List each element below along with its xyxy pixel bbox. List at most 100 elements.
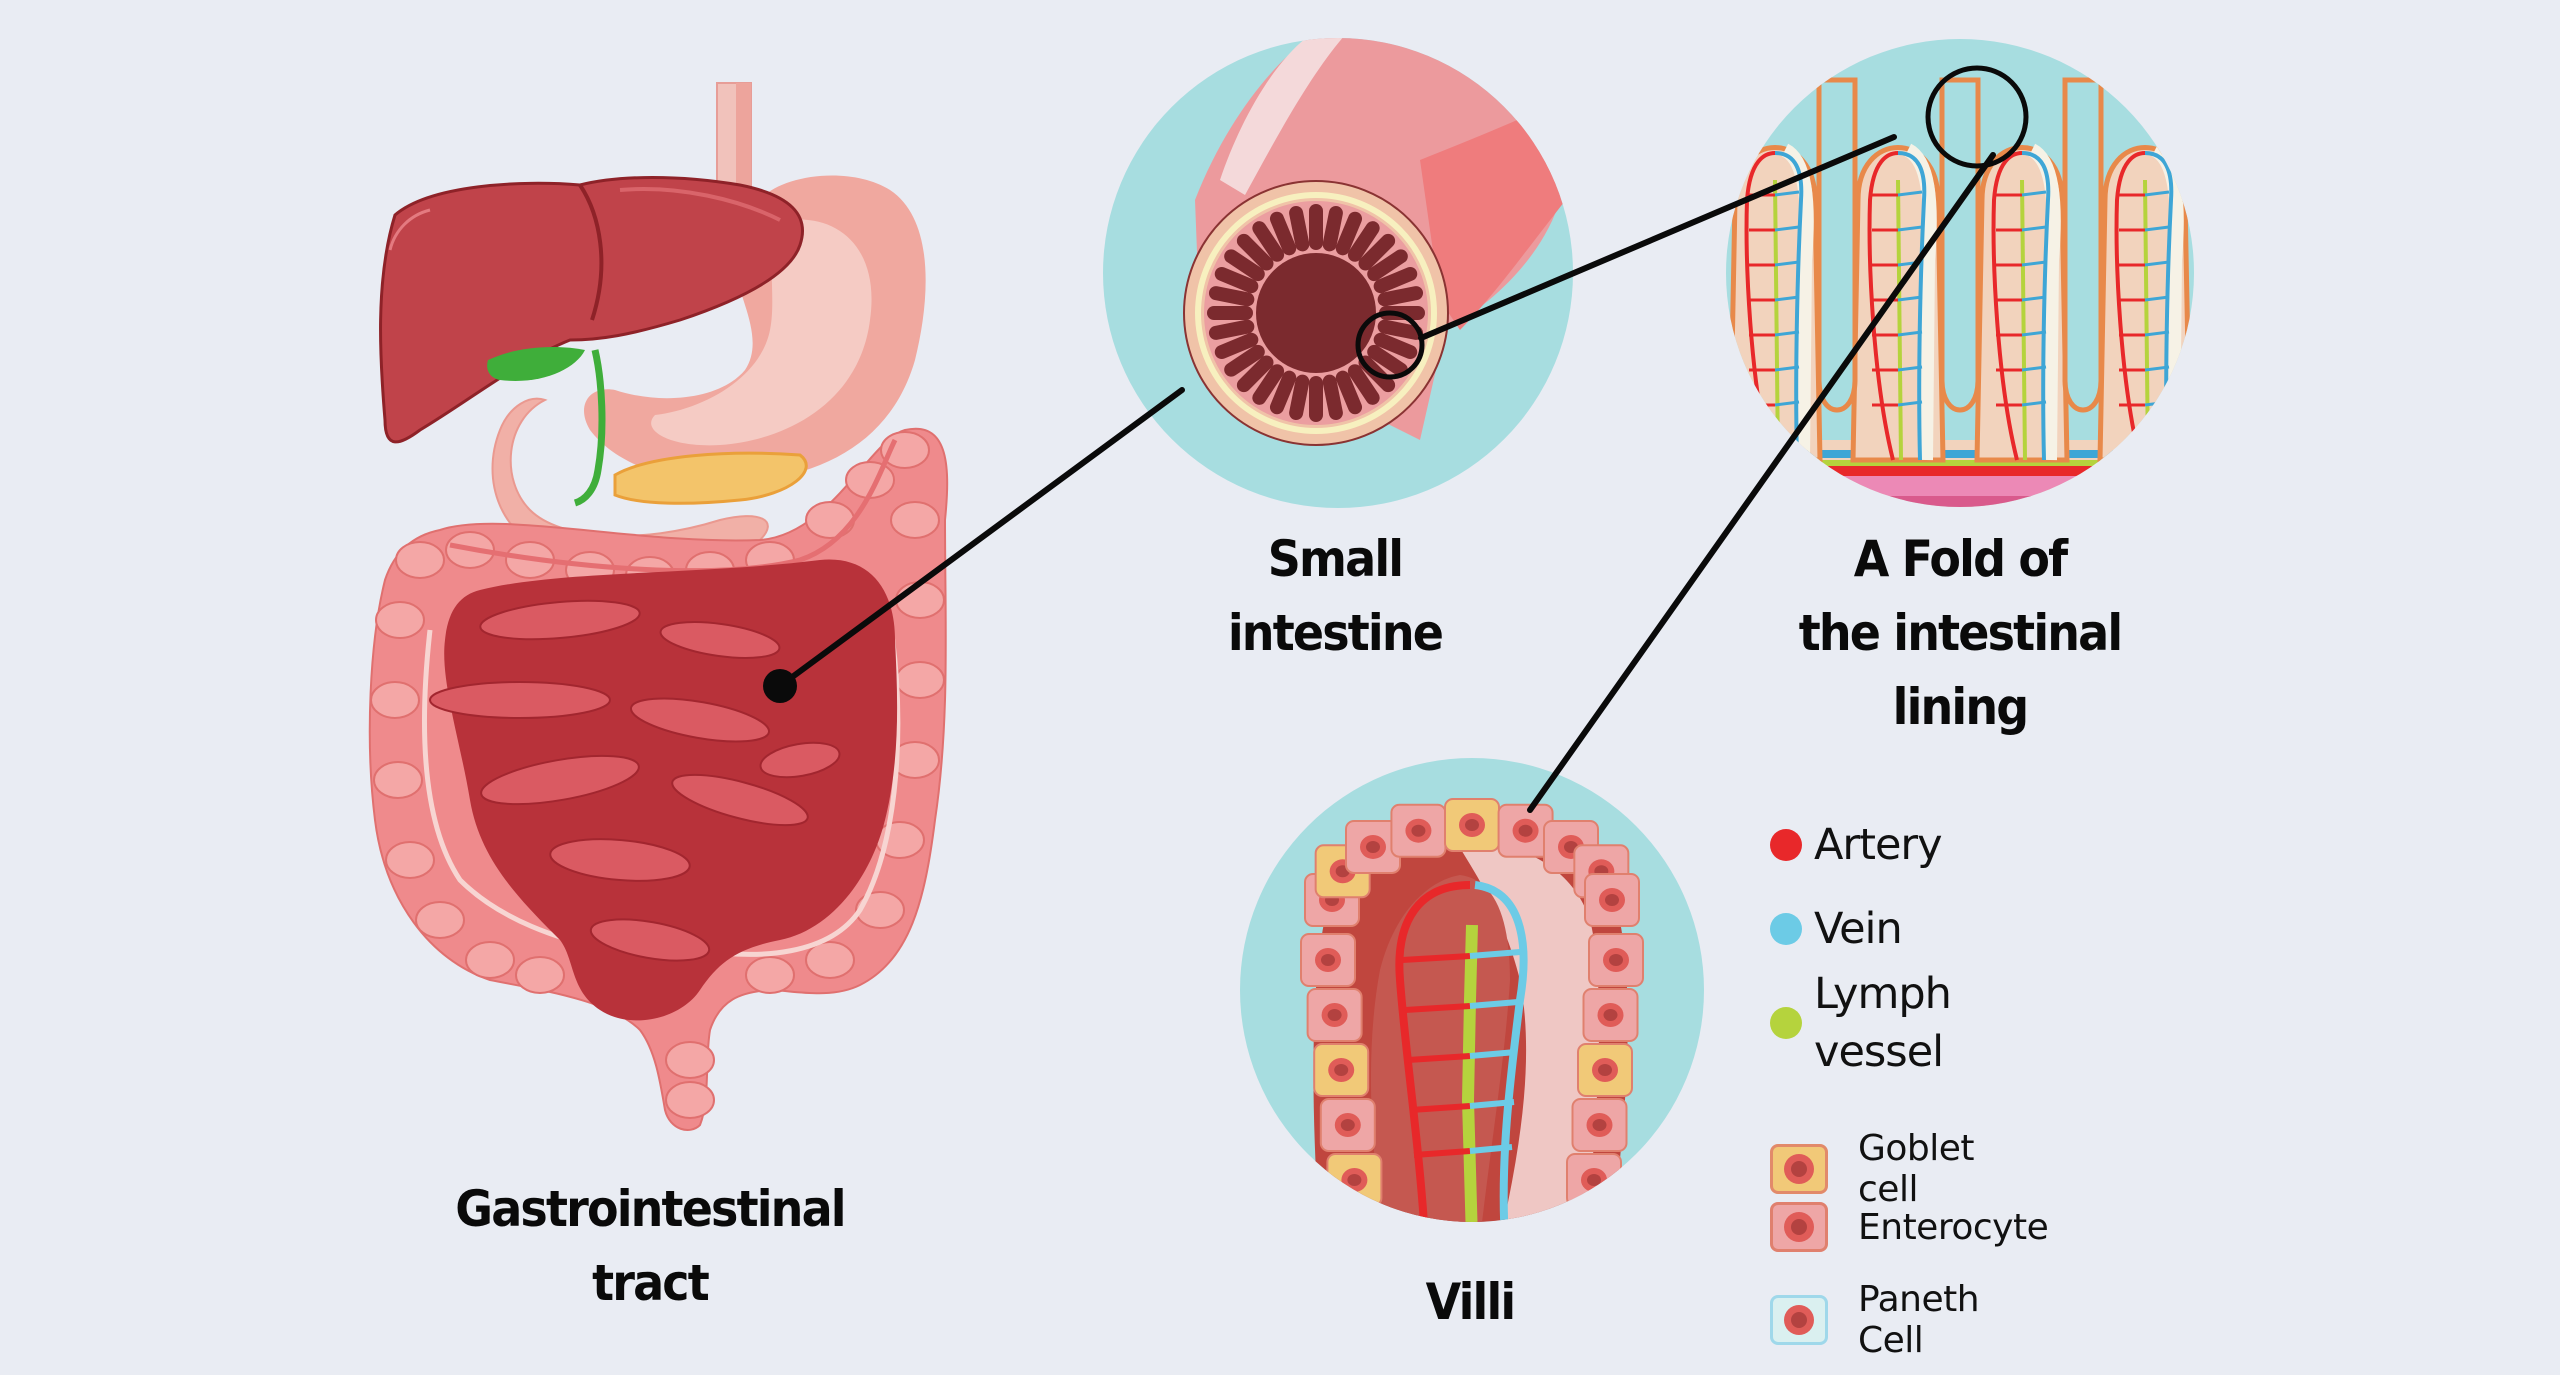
villus-gap [1214,266,1259,294]
fold-lymph [1896,179,1903,461]
small-intestine-title: Small intestine [1179,522,1492,670]
fold-capillary [1897,225,1923,232]
goblet-cell-swatch-icon [1770,1144,1828,1194]
intestine-loop [479,599,641,641]
villus-gap [1309,376,1323,422]
fold-capillary [1774,365,1800,372]
colon-haustrum [375,601,425,639]
fold-capillary [1774,225,1800,232]
legend-label: Artery [1814,820,1943,870]
villus-gap [1207,306,1253,320]
fold-capillary [1897,400,1923,407]
villus-gap [1224,344,1265,377]
capillary-vein [1469,999,1519,1009]
cell-nucleus [1576,1223,1602,1247]
fold-capillary [1897,365,1923,372]
colon-haustrum [665,1081,715,1119]
villus-gap [1269,211,1297,256]
colon-haustrum [395,541,445,579]
intestine-loop [589,918,711,962]
villus-gap [1322,374,1343,421]
legend-item-lymph-vessel: Lymph vessel [1770,965,1952,1081]
gi-pointer-dot [763,669,797,703]
villus-gap [1289,205,1310,252]
legend-label: Vein [1814,904,1903,954]
fold-lymph [1773,179,1780,461]
cell-nucleus-core [1587,1174,1601,1186]
cell-nucleus-core [1603,1009,1618,1021]
intestine-loop [629,697,771,743]
legend-label: Paneth Cell [1858,1279,1980,1361]
villus-highlight [2151,143,2184,461]
fold-vein [1774,151,1804,461]
cell-nucleus-core [1366,840,1381,853]
capillary-artery [1404,1003,1471,1013]
crypt [1939,77,1981,413]
legend-label-line: Lymph [1814,969,1952,1019]
intestine-loop [759,741,841,779]
vein-color-dot-icon [1770,913,1802,945]
small-intestine-panel [1103,38,1573,508]
connector-fold-to-villi [1527,152,1996,813]
cell-nucleus-core [1598,1064,1612,1076]
fold-artery [1991,151,2023,461]
artery-color-dot-icon [1770,829,1802,861]
villus-gap [1208,319,1255,340]
villus-gap [1335,370,1363,415]
fold-capillary [1897,330,1923,337]
colon-haustrum [465,941,515,979]
villus-gap [1322,205,1343,252]
fold-capillary [1774,400,1800,407]
colon-haustrum [665,1041,715,1079]
capillary-artery [1407,1053,1471,1063]
cell-nucleus-core [1340,1119,1355,1131]
fold-title: A Fold of the intestinal lining [1748,522,2171,744]
colon-haustrum [373,761,423,799]
colon-haustrum [895,661,945,699]
cell-nucleus-core [1327,1009,1342,1021]
legend-item-artery: Artery [1770,816,1943,874]
villus-gap [1269,370,1297,415]
fold-capillary [2144,260,2170,267]
fold-capillary [1774,330,1800,337]
fold-capillary [2021,295,2047,302]
fold-panel [1726,39,2194,507]
cell-nucleus-core [1592,1119,1607,1131]
legend-item-enterocyte: Enterocyte [1770,1202,2049,1252]
cell-nucleus-core [1411,824,1426,837]
connector-gi-to-small-intestine [777,387,1185,689]
colon-haustrum [515,956,565,994]
cell-nucleus-core [1321,954,1335,966]
villus-gap [1347,364,1380,405]
villus-gap [1377,319,1424,340]
villi-panel [1240,758,1704,1247]
gi-tract-title: Gastrointestinal tract [411,1172,889,1320]
colon-haustrum [805,501,855,539]
legend-label: Goblet cell [1858,1128,1975,1210]
fold-capillary [2021,400,2047,407]
villi-title-line-1: Villi [1425,1273,1517,1331]
colon-haustrum [745,956,795,994]
capillary-artery [1410,1103,1471,1113]
legend-label: Enterocyte [1858,1206,2049,1248]
cell-nucleus-core [1582,1229,1596,1241]
intestine-loop [659,621,781,659]
villus-gap [1224,249,1265,282]
fold-lymph [2020,179,2027,461]
colon-haustrum [805,941,855,979]
colon-haustrum [415,901,465,939]
villi-title: Villi [1378,1265,1562,1339]
gi-tract-title-line-1: Gastrointestinal [455,1180,846,1238]
villus-gap [1208,286,1255,307]
fold-capillary [1897,295,1923,302]
capillary-vein [1469,1099,1515,1109]
fold-capillary [1774,260,1800,267]
fold-artery [1867,151,1899,461]
capillary-vein [1469,1049,1517,1059]
villus-gap [1358,233,1396,271]
magnifier-ring [1355,310,1425,380]
cell-nucleus-core [1465,819,1479,831]
small-intestine-organ [429,559,898,1021]
liver [379,176,804,444]
